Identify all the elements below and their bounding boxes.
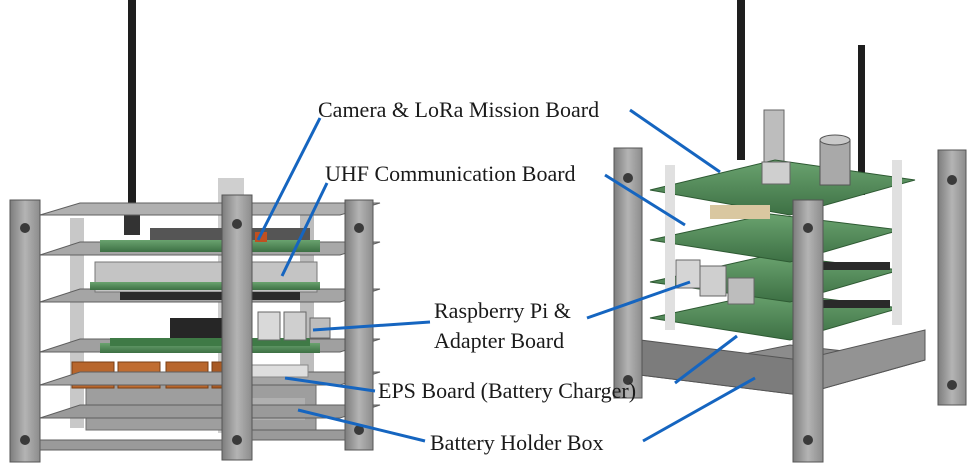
label-battery-holder-box: Battery Holder Box (430, 430, 604, 455)
raspberry-pi-board-left (110, 338, 310, 346)
label-eps-board: EPS Board (Battery Charger) (378, 378, 637, 403)
leader-line-rpi-left (312, 320, 431, 332)
label-uhf-communication-board: UHF Communication Board (325, 161, 576, 186)
frame-rail (9, 199, 41, 463)
label-raspberry-pi-line2: Adapter Board (434, 328, 565, 353)
label-camera-lora-mission-board: Camera & LoRa Mission Board (318, 97, 600, 122)
plate (39, 202, 381, 216)
leader-line-eps-left (284, 376, 376, 393)
leader-line-camera-right (629, 108, 721, 174)
leader-line-battery-right (642, 376, 756, 443)
antenna-right-2 (858, 45, 865, 195)
leader-lines (256, 108, 756, 443)
leader-line-battery-left (297, 408, 426, 443)
frame-rail (792, 199, 824, 463)
frame-rail (937, 149, 967, 406)
leader-line-uhf-left (280, 182, 329, 277)
leader-line-camera-left (256, 117, 322, 241)
eps-board-left (100, 343, 320, 353)
antenna-right-1 (737, 0, 745, 160)
cubesat-right-model (613, 0, 967, 463)
camera-lens (819, 139, 851, 186)
label-raspberry-pi-line1: Raspberry Pi & (434, 298, 571, 323)
uhf-board-right (649, 213, 901, 263)
camera-board-left (100, 240, 320, 252)
leader-line-uhf-right (604, 173, 686, 227)
leader-line-eps-right (674, 334, 738, 385)
frame-rail (613, 147, 643, 399)
frame-rail (221, 194, 253, 461)
leader-line-rpi-right (586, 280, 691, 320)
antenna-left (128, 0, 136, 215)
cubesat-left-model (9, 0, 381, 463)
